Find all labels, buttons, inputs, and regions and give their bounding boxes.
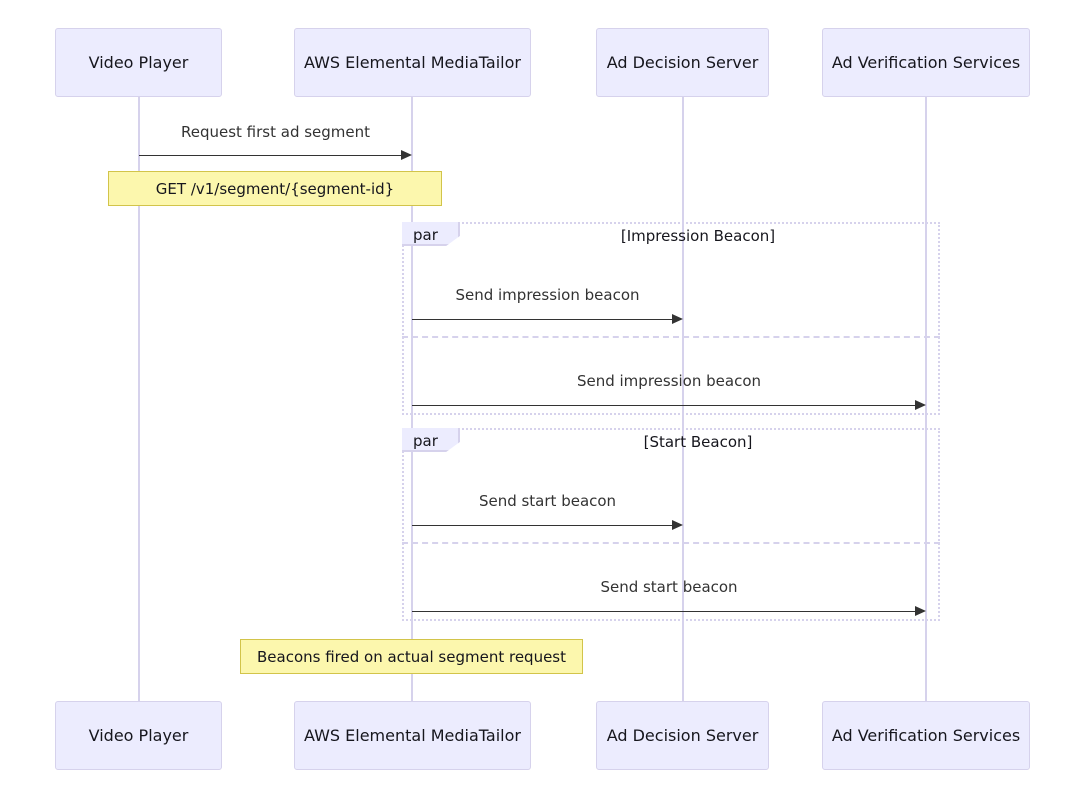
message-arrowhead-m1 — [401, 150, 412, 160]
actor-box-top-avs[interactable]: Ad Verification Services — [822, 28, 1030, 97]
fragment-condition-par1: [Impression Beacon] — [620, 227, 776, 245]
message-line-m5 — [412, 611, 917, 612]
fragment-divider-par1-0 — [402, 336, 940, 338]
message-line-m1 — [139, 155, 403, 156]
fragment-par1 — [402, 222, 940, 415]
note-note2: Beacons fired on actual segment request — [240, 639, 583, 674]
actor-box-top-ads[interactable]: Ad Decision Server — [596, 28, 769, 97]
actor-box-bottom-player[interactable]: Video Player — [55, 701, 222, 770]
lifeline-ads — [682, 97, 684, 701]
fragment-par2 — [402, 428, 940, 621]
actor-label-player: Video Player — [88, 725, 189, 745]
message-label-m5: Send start beacon — [600, 578, 738, 596]
message-line-m4 — [412, 525, 674, 526]
lifeline-player — [138, 97, 140, 701]
message-arrowhead-m2 — [672, 314, 683, 324]
lifeline-mediatailor — [411, 97, 413, 701]
actor-box-top-player[interactable]: Video Player — [55, 28, 222, 97]
message-label-m3: Send impression beacon — [576, 372, 762, 390]
actor-box-bottom-avs[interactable]: Ad Verification Services — [822, 701, 1030, 770]
fragment-divider-par2-0 — [402, 542, 940, 544]
message-line-m2 — [412, 319, 674, 320]
actor-label-mediatailor: AWS Elemental MediaTailor — [304, 725, 521, 745]
actor-label-avs: Ad Verification Services — [831, 725, 1021, 745]
actor-label-mediatailor: AWS Elemental MediaTailor — [304, 52, 521, 72]
actor-label-avs: Ad Verification Services — [831, 52, 1021, 72]
message-label-m2: Send impression beacon — [455, 286, 640, 304]
lifeline-avs — [925, 97, 927, 701]
note-note1: GET /v1/segment/{segment-id} — [108, 171, 442, 206]
message-label-m4: Send start beacon — [478, 492, 617, 510]
message-arrowhead-m5 — [915, 606, 926, 616]
actor-label-ads: Ad Decision Server — [606, 52, 759, 72]
message-arrowhead-m3 — [915, 400, 926, 410]
fragment-operator-label-par1: par — [413, 226, 438, 244]
fragment-operator-label-par2: par — [413, 432, 438, 450]
message-line-m3 — [412, 405, 917, 406]
actor-box-bottom-ads[interactable]: Ad Decision Server — [596, 701, 769, 770]
actor-label-player: Video Player — [88, 52, 189, 72]
actor-box-top-mediatailor[interactable]: AWS Elemental MediaTailor — [294, 28, 531, 97]
actor-box-bottom-mediatailor[interactable]: AWS Elemental MediaTailor — [294, 701, 531, 770]
fragment-operator-tab-par1 — [402, 222, 460, 246]
fragment-operator-tab-par2 — [402, 428, 460, 452]
message-arrowhead-m4 — [672, 520, 683, 530]
message-label-m1: Request first ad segment — [180, 123, 371, 141]
fragment-condition-par2: [Start Beacon] — [643, 433, 753, 451]
actor-label-ads: Ad Decision Server — [606, 725, 759, 745]
